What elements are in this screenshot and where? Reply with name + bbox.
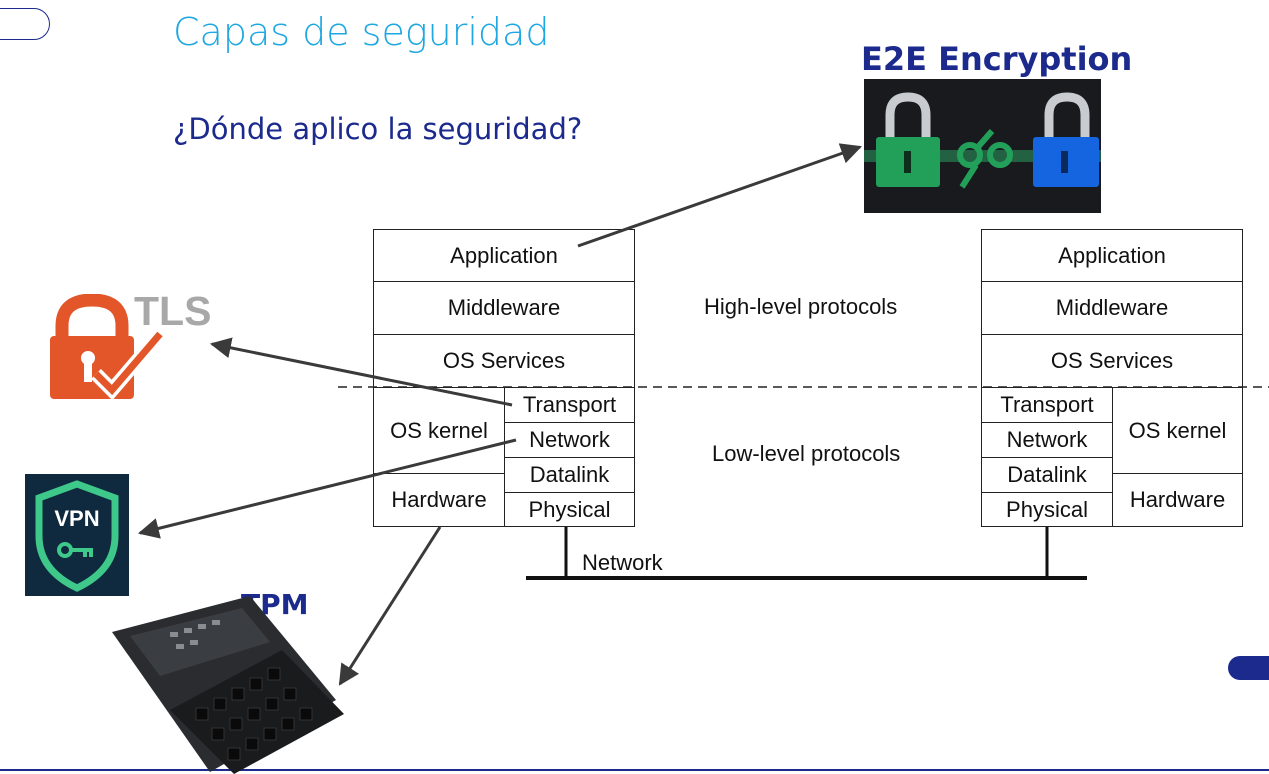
- vpn-badge: VPN: [25, 474, 129, 596]
- arrow-hardware-to-tpm: [338, 526, 442, 686]
- bottom-rule: [0, 769, 1269, 771]
- left-transport-layer: Transport: [504, 387, 635, 423]
- right-application-layer: Application: [981, 229, 1243, 282]
- left-os-services-layer: OS Services: [373, 334, 635, 388]
- high-level-protocols-label: High-level protocols: [704, 294, 898, 319]
- right-physical-layer: Physical: [981, 492, 1113, 527]
- slide-title: Capas de seguridad: [173, 10, 550, 54]
- corner-pill-decoration: [1228, 656, 1269, 680]
- e2e-encryption-label: E2E Encryption: [861, 40, 1133, 78]
- arrow-application-to-e2e: [577, 143, 862, 248]
- left-datalink-layer: Datalink: [504, 457, 635, 493]
- vpn-shield-icon: [35, 480, 119, 592]
- tls-label: TLS: [134, 288, 212, 334]
- network-line-label: Network: [582, 550, 663, 575]
- slide-subtitle: ¿Dónde aplico la seguridad?: [173, 112, 583, 146]
- right-hardware-layer: Hardware: [1112, 473, 1243, 527]
- right-os-services-layer: OS Services: [981, 334, 1243, 388]
- tls-lock-icon: [50, 294, 166, 400]
- e2e-encryption-lock-icon: [864, 79, 1101, 213]
- tpm-module-image: [112, 596, 344, 774]
- left-physical-layer: Physical: [504, 492, 635, 527]
- right-os-kernel-layer: OS kernel: [1112, 387, 1243, 474]
- right-middleware-layer: Middleware: [981, 281, 1243, 335]
- left-hardware-layer: Hardware: [373, 473, 505, 527]
- low-level-protocols-label: Low-level protocols: [712, 441, 901, 466]
- vpn-label: VPN: [54, 506, 100, 531]
- corner-tab-decoration: [0, 8, 50, 40]
- left-application-layer: Application: [373, 229, 635, 282]
- arrow-network-to-vpn: [137, 438, 517, 539]
- arrow-transport-to-tls: [209, 337, 513, 407]
